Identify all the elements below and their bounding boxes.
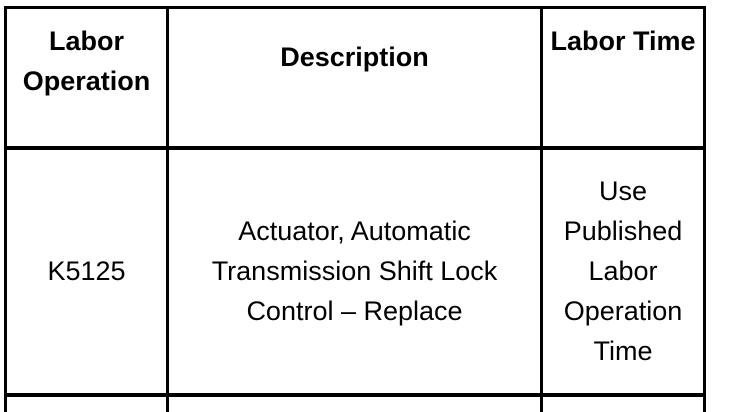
header-label-description: Description bbox=[280, 42, 429, 72]
header-label-labor-operation: Labor Operation bbox=[22, 26, 151, 96]
cell-description: Actuator, Automatic Transmission Shift L… bbox=[166, 146, 543, 397]
header-label-labor-time: Labor Time bbox=[550, 26, 696, 56]
cell-labor-operation-code: K5125 bbox=[4, 146, 169, 397]
header-cell-labor-operation: Labor Operation bbox=[4, 6, 169, 150]
table-row-partial bbox=[4, 392, 706, 412]
cell-empty bbox=[166, 392, 543, 412]
cell-empty bbox=[540, 392, 706, 412]
header-cell-labor-time: Labor Time bbox=[540, 6, 706, 150]
header-cell-description: Description bbox=[166, 6, 543, 150]
cell-labor-time: Use Published Labor Operation Time bbox=[540, 146, 706, 397]
table-row: K5125 Actuator, Automatic Transmission S… bbox=[4, 146, 706, 397]
table-header-row: Labor Operation Description Labor Time bbox=[4, 6, 706, 150]
cell-empty bbox=[4, 392, 169, 412]
labor-operations-table: Labor Operation Description Labor Time K… bbox=[4, 6, 706, 412]
